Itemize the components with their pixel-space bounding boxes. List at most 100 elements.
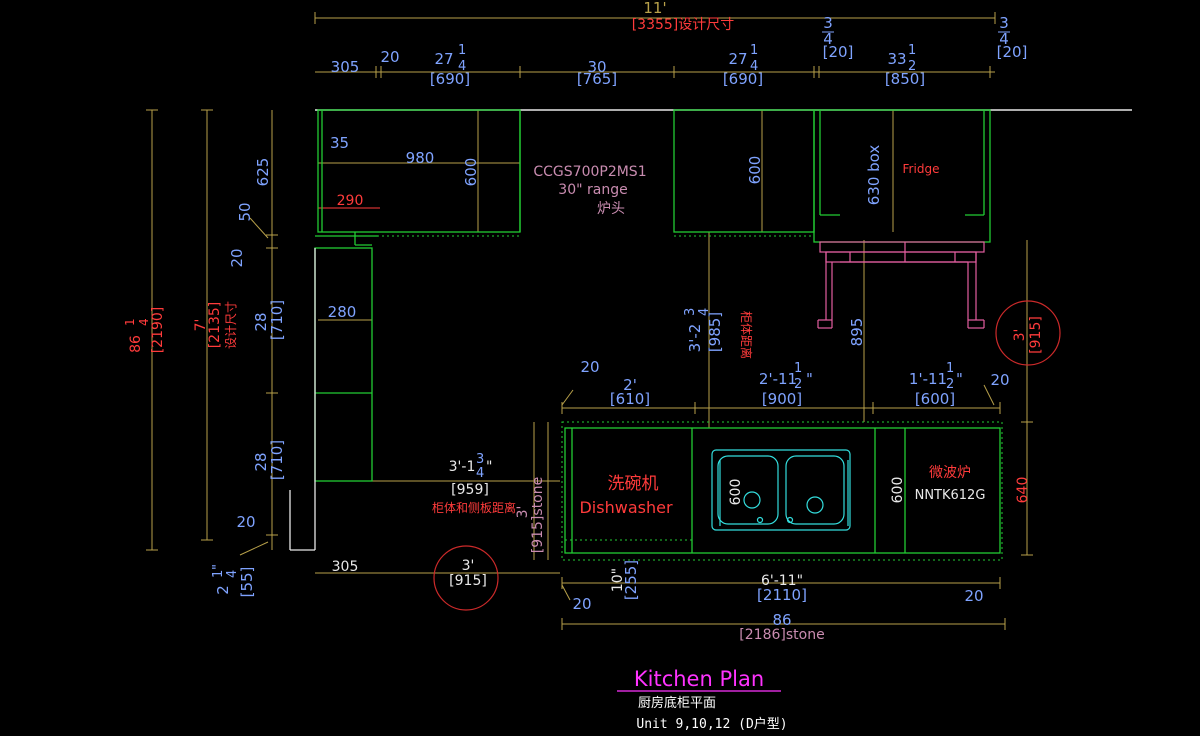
svg-text:3': 3' <box>1012 329 1028 342</box>
side-gap-cn: 柜体和侧板距离 <box>432 500 516 515</box>
right-circle-labels: 3' [915] <box>1012 316 1044 354</box>
dim-20: 20 <box>380 48 399 66</box>
island-gap-cn: 柜体距离 <box>739 311 754 359</box>
dimension-lines <box>146 12 1033 630</box>
seg2-mm: [900] <box>762 390 802 408</box>
svg-text:4: 4 <box>225 570 240 578</box>
upper-cab2-in: 27 <box>728 50 747 68</box>
gap-mm: [20] <box>823 43 854 61</box>
dim-980: 980 <box>406 149 435 167</box>
stone-depth: [915]stone <box>530 477 546 553</box>
svg-text:4: 4 <box>458 59 466 74</box>
stone-mm: [2186]stone <box>739 627 824 643</box>
svg-text:": " <box>486 459 492 475</box>
range-in: 30 <box>587 58 606 76</box>
island-gap: 3'-2 3 4 [985] 柜体距离 <box>683 308 754 359</box>
bottom-305: 305 <box>332 559 359 575</box>
fridge-outline <box>817 241 985 329</box>
run-ft: 6'-11" <box>761 573 803 589</box>
circle-mm: [915] <box>449 573 487 589</box>
dim-640: 640 <box>1015 477 1031 504</box>
fridge-in: 33 <box>887 50 906 68</box>
svg-text:": " <box>211 564 226 570</box>
top-dimensions: 11' [3355]设计尺寸 305 20 27 1 4 [690] 30 [7… <box>331 0 1028 88</box>
dim-28b: 28 <box>252 452 270 471</box>
upper-left-labels: 35 980 600 290 280 <box>328 134 480 321</box>
title-block: Kitchen Plan 厨房底柜平面 Unit 9,10,12 (D户型) <box>617 667 788 732</box>
dim-35: 35 <box>330 134 349 152</box>
bottom-mm: [55] <box>238 567 256 598</box>
base-cabinets <box>564 427 1001 554</box>
total-in: 86 <box>128 335 144 353</box>
stone-ft: 3' <box>515 506 531 519</box>
seg2-ft: 2'-11 <box>759 370 797 388</box>
svg-text:4: 4 <box>999 30 1009 48</box>
unit-label: Unit 9,10,12 (D户型) <box>636 716 787 732</box>
circle-ft: 3' <box>462 558 475 574</box>
svg-text:1: 1 <box>794 361 802 376</box>
svg-text:4: 4 <box>750 59 758 74</box>
dim-28a: 28 <box>252 312 270 331</box>
dim-50: 50 <box>236 202 254 221</box>
micro-600: 600 <box>890 477 906 504</box>
upper-left-cabinet <box>317 109 521 233</box>
range-labels: CCGS700P2MS1 30" range 炉头 <box>533 164 646 217</box>
dim-710b: [710] <box>268 440 286 480</box>
svg-text:4: 4 <box>137 318 151 326</box>
page-subtitle: 厨房底柜平面 <box>638 695 716 711</box>
seg1-mm: [610] <box>610 390 650 408</box>
dim-255: [255] <box>622 560 640 600</box>
upper-cab-in: 27 <box>434 50 453 68</box>
end-mm: [20] <box>997 43 1028 61</box>
svg-text:3: 3 <box>683 308 698 316</box>
seg1-ft: 2' <box>623 376 637 394</box>
fridge-label: Fridge <box>903 162 940 176</box>
svg-text:4: 4 <box>823 30 833 48</box>
dim-710a: [710] <box>268 300 286 340</box>
seg3-ft: 1'-11 <box>909 370 947 388</box>
fridge-labels: 600 630 box Fridge 895 <box>746 145 939 347</box>
dim-290: 290 <box>337 193 364 209</box>
svg-text:": " <box>806 370 813 388</box>
side-gap-ft: 3'-1 <box>449 459 476 475</box>
svg-text:1: 1 <box>211 570 226 578</box>
seg3-mm: [600] <box>915 390 955 408</box>
dim-895: 895 <box>848 318 866 347</box>
fridge-box: 630 box <box>865 145 883 206</box>
upper-right-cabinet <box>673 109 815 233</box>
dim-625: 625 <box>254 158 272 187</box>
bottom-20-left: 20 <box>572 595 591 613</box>
svg-text:1: 1 <box>908 43 916 58</box>
walkway-circle <box>433 545 499 611</box>
dim-10in: 10" <box>610 568 626 592</box>
run-mm: [2110] <box>757 586 807 604</box>
base-row-dims: 20 2' [610] 2'-11 1 2 1'-11 " [900] 1'-1… <box>580 358 1009 408</box>
svg-text:3: 3 <box>823 14 833 32</box>
overall-ft: 11' <box>643 0 666 17</box>
counter-labels: [915]stone 3' 洗碗机 Dishwasher 600 600 微波炉… <box>515 465 1031 553</box>
svg-text:2: 2 <box>908 59 916 74</box>
upper-cab2-mm: [690] <box>723 70 763 88</box>
total-mm: [2190] <box>150 307 166 354</box>
svg-text:4: 4 <box>697 308 712 316</box>
overall-mm: [3355]设计尺寸 <box>632 17 735 33</box>
fridge-cabinet <box>813 109 991 243</box>
microwave-cn: 微波炉 <box>929 465 971 481</box>
range-model: CCGS700P2MS1 <box>533 164 646 180</box>
microwave-model: NNTK612G <box>915 488 986 503</box>
dim-20-left: 20 <box>580 358 599 376</box>
left-dimensions: 86 1 4 [2190] 7' [2135] 设计尺寸 625 50 20 2… <box>123 158 286 598</box>
side-gap-mm: [959] <box>451 482 489 498</box>
svg-text:1: 1 <box>123 318 137 326</box>
sink-outline <box>711 449 851 531</box>
sink-600: 600 <box>728 479 744 506</box>
side-gap: 3'-1 3 4 " [959] 柜体和侧板距离 <box>432 452 516 515</box>
range-cn: 炉头 <box>597 201 625 217</box>
dishwasher-cn: 洗碗机 <box>608 474 659 494</box>
dim-20-right: 20 <box>990 371 1009 389</box>
svg-text:2: 2 <box>214 585 232 595</box>
stone-outline <box>322 235 1003 561</box>
bottom-dimensions: 305 3' [915] 10" [255] 6'-11" [2110] 20 … <box>332 558 984 643</box>
upper-cab-mm: [690] <box>430 70 470 88</box>
